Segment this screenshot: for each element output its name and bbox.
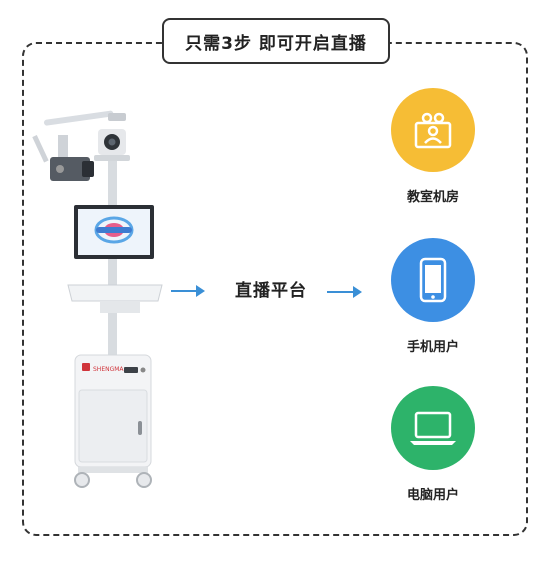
camera-arm <box>32 110 126 181</box>
phone-icon <box>391 238 475 322</box>
arrow-to-targets <box>327 286 362 298</box>
cabinet: SHENGMA <box>74 354 152 468</box>
title-box: 只需3步 即可开启直播 <box>162 18 390 64</box>
laptop-label: 电脑用户 <box>406 488 459 503</box>
classroom-label: 教室机房 <box>406 190 459 205</box>
target-classroom: 教室机房 <box>385 88 481 205</box>
target-phone: 手机用户 <box>385 238 481 355</box>
cart-pole <box>108 161 117 361</box>
laptop-icon <box>391 386 475 470</box>
ptz-camera <box>94 129 130 161</box>
keyboard-tray <box>67 284 163 313</box>
page-title: 只需3步 即可开启直播 <box>185 33 367 54</box>
phone-label: 手机用户 <box>406 340 459 355</box>
classroom-icon <box>391 88 475 172</box>
wheels <box>74 467 152 488</box>
arrow-to-platform <box>171 285 205 297</box>
streaming-cart-illustration: SHENGMA <box>32 110 163 488</box>
platform-label: 直播平台 <box>235 281 307 301</box>
device-brand: SHENGMA <box>93 366 124 373</box>
monitor <box>74 205 154 259</box>
target-laptop: 电脑用户 <box>385 386 481 503</box>
